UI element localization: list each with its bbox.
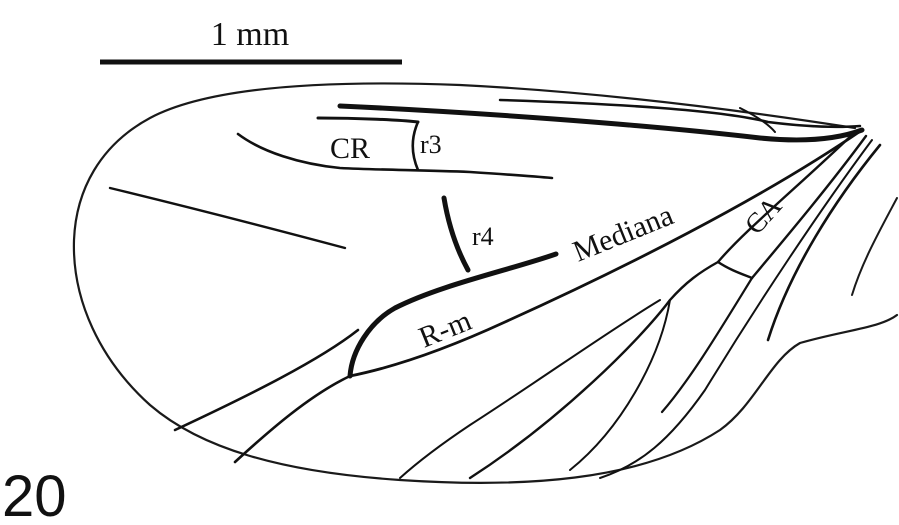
scale-bar-label: 1 mm — [211, 16, 289, 53]
label-r4: r4 — [472, 222, 494, 251]
figure-number: 20 — [2, 464, 67, 525]
label-cr: CR — [330, 132, 370, 165]
label-r3: r3 — [420, 130, 442, 159]
